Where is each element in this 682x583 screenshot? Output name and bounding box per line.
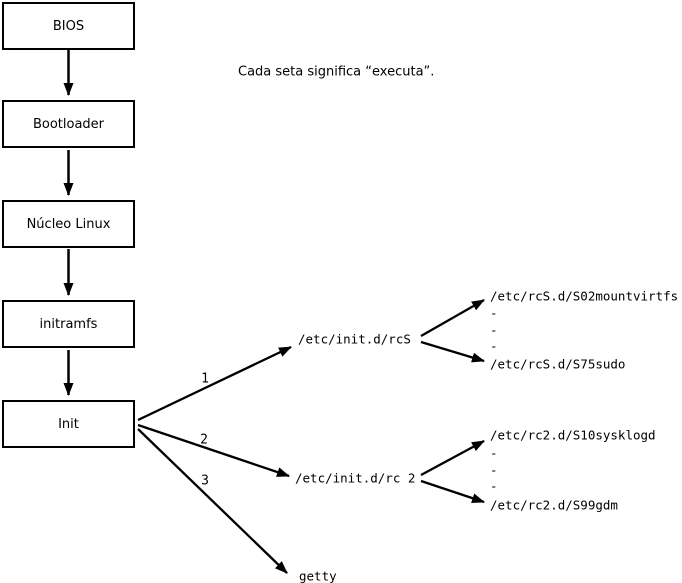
- getty-label: getty: [299, 568, 337, 583]
- box-bootloader-label: Bootloader: [32, 116, 105, 132]
- box-init: Init: [2, 400, 135, 448]
- rcs-script-label: /etc/init.d/rcS: [298, 331, 411, 347]
- rc2-child-ellipsis-3: -: [490, 478, 498, 494]
- rcs-child-s75sudo: /etc/rcS.d/S75sudo: [490, 356, 626, 372]
- rc2-child-ellipsis-1: -: [490, 445, 498, 461]
- arrow-rcs-to-s75sudo: [420, 340, 485, 363]
- legend-note: Cada seta significa “executa”.: [238, 64, 435, 80]
- rcs-child-ellipsis-1: -: [490, 305, 498, 321]
- arrow-rc2-to-s10sysklogd: [420, 439, 485, 477]
- rc2-script-label: /etc/init.d/rc 2: [295, 470, 416, 486]
- arrow-init-to-getty: [137, 428, 288, 574]
- box-init-label: Init: [58, 416, 79, 432]
- box-linux-kernel-label: Núcleo Linux: [26, 216, 111, 232]
- branch-number-3: 3: [201, 473, 209, 489]
- box-bios: BIOS: [2, 2, 135, 50]
- box-bios-label: BIOS: [52, 18, 85, 34]
- arrow-rcs-to-s02mountvirtfs: [420, 299, 485, 337]
- branch-number-2: 2: [200, 432, 208, 448]
- arrow-init-to-rcs: [137, 345, 292, 422]
- rc2-child-s10sysklogd: /etc/rc2.d/S10sysklogd: [490, 427, 656, 443]
- box-initramfs-label: initramfs: [39, 316, 98, 332]
- arrow-rc2-to-s99gdm: [420, 479, 485, 504]
- box-linux-kernel: Núcleo Linux: [2, 200, 135, 248]
- box-bootloader: Bootloader: [2, 100, 135, 148]
- rcs-child-s02mountvirtfs: /etc/rcS.d/S02mountvirtfs: [490, 288, 679, 304]
- branch-number-1: 1: [201, 371, 209, 387]
- rc2-child-ellipsis-2: -: [490, 462, 498, 478]
- rcs-child-ellipsis-3: -: [490, 338, 498, 354]
- arrow-init-to-rc2: [137, 423, 290, 478]
- rcs-child-ellipsis-2: -: [490, 322, 498, 338]
- rc2-child-s99gdm: /etc/rc2.d/S99gdm: [490, 497, 618, 513]
- box-initramfs: initramfs: [2, 300, 135, 348]
